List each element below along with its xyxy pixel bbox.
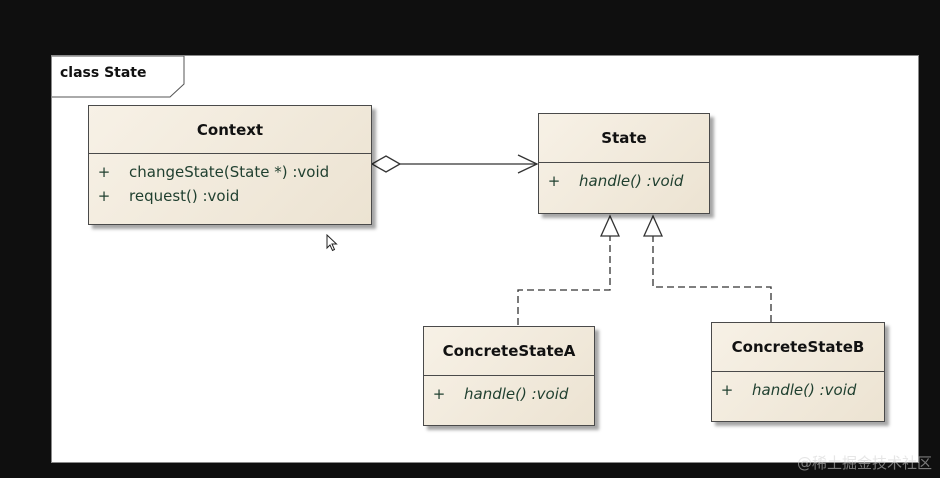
mouse-cursor-icon (326, 234, 338, 252)
operation-handle[interactable]: + handle() :void (712, 378, 884, 402)
class-concrete-state-a-name: ConcreteStateA (424, 327, 594, 376)
operation-handle[interactable]: + handle() :void (424, 382, 594, 406)
operation-signature: handle() :void (752, 381, 857, 399)
frame-tab (52, 56, 185, 98)
operation-signature: changeState(State *) :void (129, 163, 330, 181)
class-concrete-state-a-operations: + handle() :void (424, 376, 594, 406)
watermark: @稀土掘金技术社区 (796, 454, 932, 472)
class-context[interactable]: Context + changeState(State *) :void + r… (88, 105, 372, 225)
class-concrete-state-b[interactable]: ConcreteStateB + handle() :void (711, 322, 885, 422)
operation-handle[interactable]: + handle() :void (539, 169, 709, 193)
class-concrete-state-b-operations: + handle() :void (712, 372, 884, 402)
visibility-public: + (97, 187, 111, 205)
class-context-operations: + changeState(State *) :void + request()… (89, 154, 371, 208)
operation-change-state[interactable]: + changeState(State *) :void (89, 160, 371, 184)
class-state-operations: + handle() :void (539, 163, 709, 193)
class-state-name: State (539, 114, 709, 163)
visibility-public: + (97, 163, 111, 181)
operation-signature: handle() :void (464, 385, 569, 403)
class-context-name: Context (89, 106, 371, 154)
visibility-public: + (720, 381, 734, 399)
class-state[interactable]: State + handle() :void (538, 113, 710, 214)
visibility-public: + (432, 385, 446, 403)
operation-signature: request() :void (129, 187, 240, 205)
frame-title: class State (60, 65, 147, 81)
visibility-public: + (547, 172, 561, 190)
operation-signature: handle() :void (579, 172, 684, 190)
operation-request[interactable]: + request() :void (89, 184, 371, 208)
class-concrete-state-a[interactable]: ConcreteStateA + handle() :void (423, 326, 595, 426)
class-concrete-state-b-name: ConcreteStateB (712, 323, 884, 372)
